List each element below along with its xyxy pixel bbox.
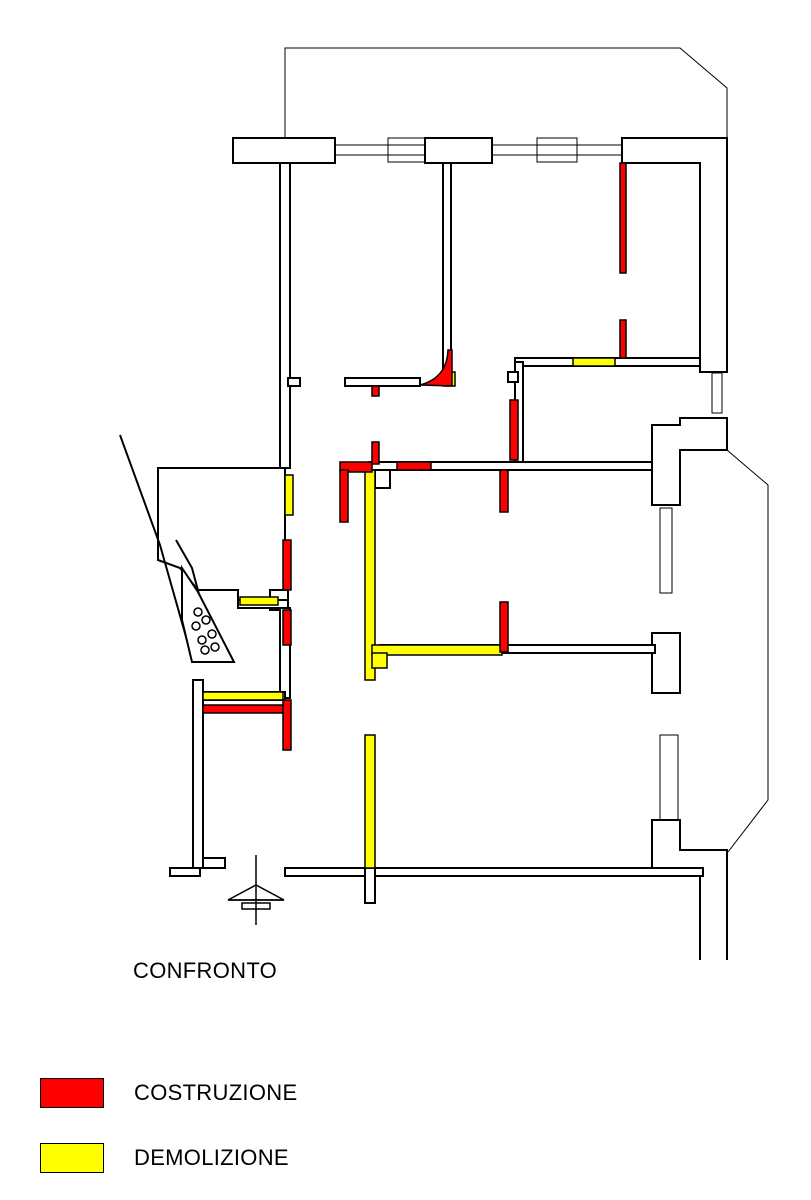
drawing-title: CONFRONTO — [133, 958, 278, 983]
legend-item-demolition: DEMOLIZIONE — [40, 1143, 289, 1173]
construction-walls — [202, 162, 627, 751]
floor-plan — [119, 47, 769, 960]
legend-swatch-construction — [40, 1078, 104, 1108]
demolition-walls — [202, 357, 616, 869]
balcony-outline-right — [726, 449, 769, 853]
section-arrow-icon — [227, 855, 285, 925]
balcony-outline-top — [284, 47, 728, 140]
legend-label-construction: COSTRUZIONE — [134, 1080, 298, 1105]
walls — [119, 137, 728, 960]
legend-swatch-demolition — [40, 1143, 104, 1173]
legend-item-construction: COSTRUZIONE — [40, 1078, 297, 1108]
legend-label-demolition: DEMOLIZIONE — [134, 1145, 289, 1170]
flue-block — [181, 564, 236, 663]
